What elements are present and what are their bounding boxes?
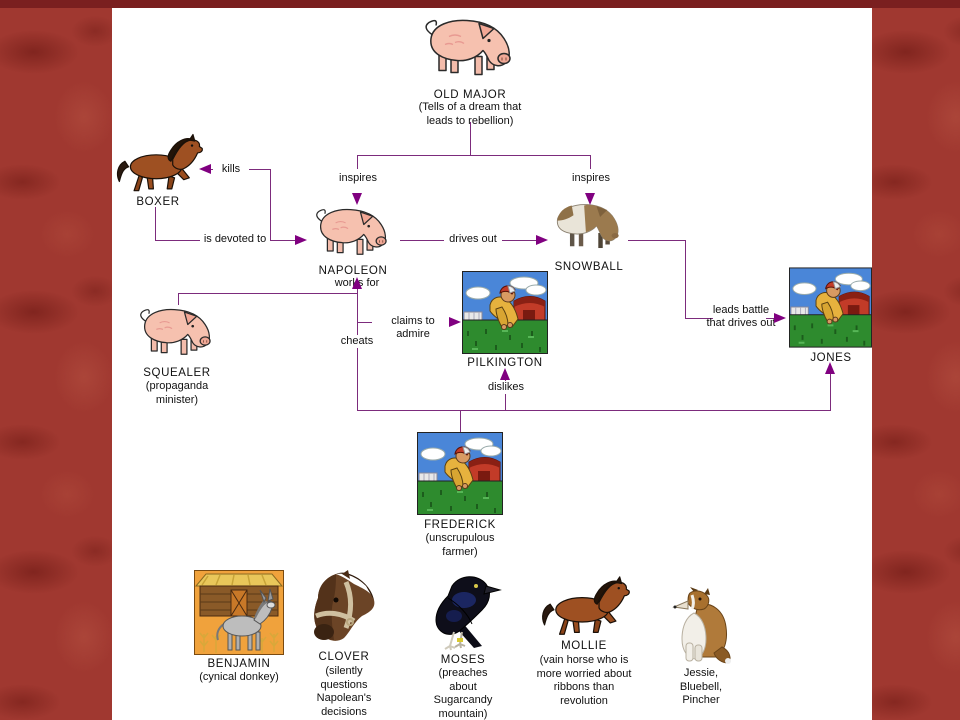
top-stripe <box>0 0 960 8</box>
node-clover <box>302 570 386 649</box>
horse-icon <box>542 576 630 635</box>
connector-line <box>590 155 591 169</box>
connector-line <box>178 293 358 294</box>
farmer-icon <box>789 266 872 349</box>
arrow-up-icon <box>825 362 835 374</box>
node-dogs <box>664 587 738 667</box>
node-caption-clover: (silently questions Napolean's decisions <box>316 665 372 718</box>
arrow-left-icon <box>199 164 211 174</box>
node-label-boxer: BOXER <box>136 196 180 208</box>
node-old-major <box>415 12 525 88</box>
node-label-napoleon: NAPOLEON <box>318 265 388 277</box>
connector-line <box>470 122 471 155</box>
edge-label-inspires-snowball: inspires <box>566 172 616 185</box>
edge-label-inspires-napoleon: inspires <box>333 172 383 185</box>
connector-line <box>357 155 358 169</box>
connector-line <box>357 293 358 411</box>
horse-icon <box>116 133 203 192</box>
node-pilkington <box>462 271 548 354</box>
node-label-moses: MOSES <box>440 654 486 666</box>
pig-icon <box>140 308 211 355</box>
node-label-frederick: FREDERICK <box>424 519 496 531</box>
node-caption-old-major: (Tells of a dream that leads to rebellio… <box>418 101 522 127</box>
node-label-clover: CLOVER <box>318 651 370 663</box>
connector-line <box>685 318 713 319</box>
node-caption-benjamin: (cynical donkey) <box>199 671 279 683</box>
edge-label-cheats: cheats <box>336 335 378 348</box>
node-benjamin <box>193 570 285 655</box>
connector-line <box>460 410 461 432</box>
connector-line <box>178 293 179 305</box>
node-caption-squealer: (propaganda minister) <box>145 380 209 406</box>
node-label-dogs: Jessie, Bluebell, Pincher <box>679 667 723 706</box>
arrow-up-icon <box>352 277 362 289</box>
arrow-down-icon <box>352 193 362 205</box>
node-label-jones: JONES <box>810 352 852 364</box>
node-jones <box>789 266 872 349</box>
arrow-right-icon <box>536 235 548 245</box>
node-moses <box>423 570 503 653</box>
node-label-benjamin: BENJAMIN <box>207 658 271 670</box>
edge-label-claims-to-admire: claims to admire <box>372 315 454 341</box>
edge-label-leads-battle: leads battle that drives out <box>706 304 776 329</box>
connector-line <box>628 240 686 241</box>
node-label-snowball: SNOWBALL <box>554 261 624 273</box>
node-napoleon <box>303 203 403 265</box>
horse-head-icon <box>302 570 386 649</box>
connector-line <box>270 169 271 241</box>
pig-icon <box>425 19 511 76</box>
node-label-mollie: MOLLIE <box>561 640 607 652</box>
node-squealer <box>127 303 227 365</box>
edge-label-kills: kills <box>213 163 249 176</box>
connector-line <box>685 240 686 319</box>
connector-line <box>357 155 591 156</box>
donkey-icon <box>193 570 285 655</box>
node-boxer <box>112 132 204 196</box>
connector-line <box>766 318 776 319</box>
connector-line <box>155 207 156 241</box>
node-caption-frederick: (unscrupulous farmer) <box>425 532 495 558</box>
node-caption-moses: (preaches about Sugarcandy mountain) <box>433 667 493 720</box>
edge-label-dislikes: dislikes <box>482 381 530 394</box>
arrow-right-icon <box>295 235 307 245</box>
arrow-down-icon <box>585 193 595 205</box>
node-label-pilkington: PILKINGTON <box>467 357 543 369</box>
arrow-up-icon <box>500 368 510 380</box>
farmer-icon <box>417 431 503 516</box>
connector-line <box>830 374 831 411</box>
node-label-squealer: SQUEALER <box>143 367 211 379</box>
arrow-right-icon <box>774 313 786 323</box>
farmer-icon <box>462 271 548 354</box>
connector-line <box>357 410 831 411</box>
collie-dog-icon <box>672 587 733 666</box>
decorative-border-left <box>0 0 112 720</box>
node-caption-mollie: (vain horse who is more worried about ri… <box>536 654 632 707</box>
connector-line <box>357 289 358 295</box>
pig-icon <box>316 208 387 255</box>
decorative-border-right <box>872 0 960 720</box>
arrow-right-icon <box>449 317 461 327</box>
edge-label-is-devoted-to: is devoted to <box>200 233 270 246</box>
node-frederick <box>417 431 503 516</box>
edge-label-drives-out: drives out <box>444 233 502 246</box>
node-label-old-major: OLD MAJOR <box>433 89 507 101</box>
connector-line <box>505 392 506 411</box>
raven-icon <box>435 575 501 651</box>
node-mollie <box>537 576 631 638</box>
